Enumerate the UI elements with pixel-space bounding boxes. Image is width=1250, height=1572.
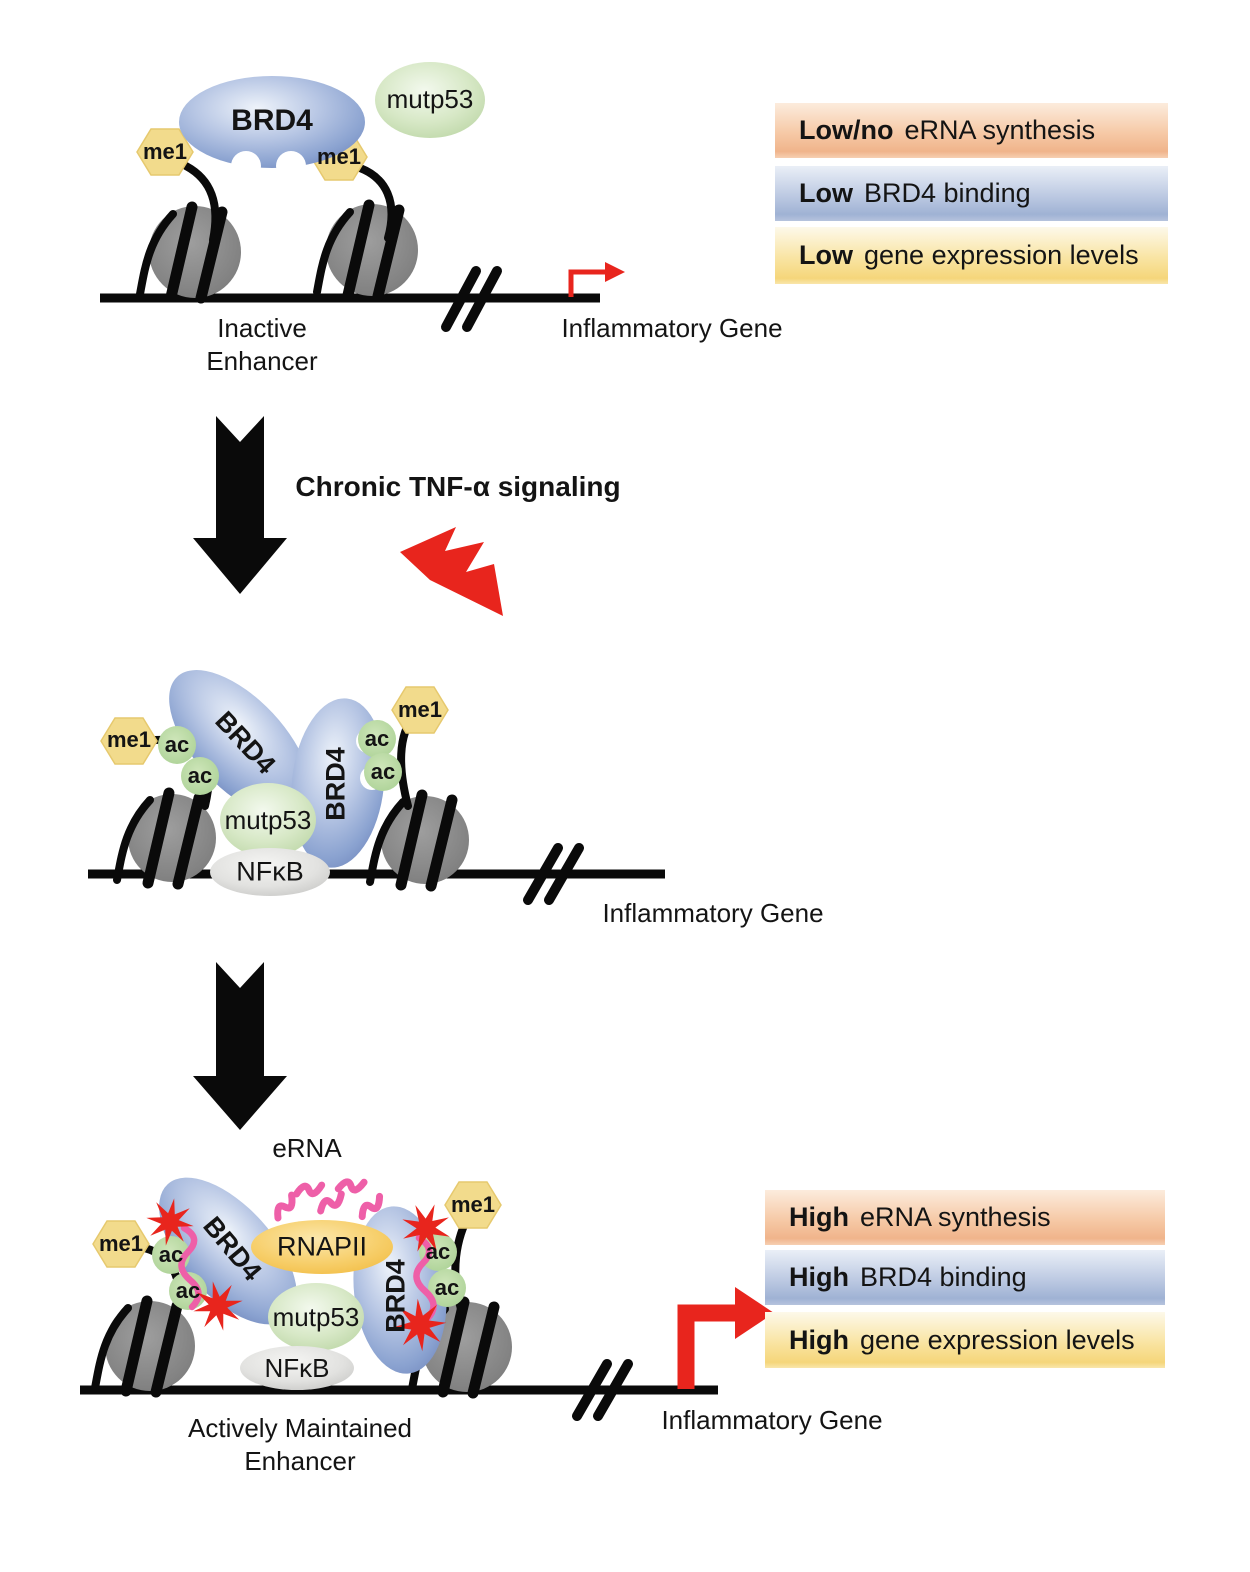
transition-arrow-2	[193, 962, 287, 1130]
legend-bottom-brd4-emphasis: High	[789, 1262, 849, 1292]
stage1-histone-tails	[182, 162, 396, 244]
stage2-brd4-right-label: BRD4	[320, 747, 351, 821]
stage1-mutp53-protein	[375, 62, 485, 138]
stage3-nfkb-protein	[240, 1346, 354, 1390]
stage1-nucleosome-left	[136, 201, 241, 304]
stage3-me1-right-label: me1	[450, 1192, 496, 1217]
stage3-rnapii-protein	[251, 1220, 393, 1274]
stage2-ac-label-3: ac	[364, 726, 390, 751]
stage2-nfkb-protein	[210, 848, 330, 896]
tnf-signaling-label: Chronic TNF-α signaling	[295, 471, 621, 502]
stage1-enhancer-label-line1: Inactive	[217, 313, 307, 343]
legend-top-expression-bar: Low gene expression levels	[775, 227, 1168, 284]
stage2-mutp53-label: mutp53	[224, 805, 312, 835]
stage3-enhancer-label-line1: Actively Maintained	[188, 1413, 412, 1443]
stage3-ac-label-2: ac	[175, 1278, 201, 1303]
stage3-promoter-arrow	[677, 1287, 774, 1389]
stage1-brd4-label: BRD4	[231, 104, 313, 137]
legend-bottom-brd4-text: BRD4 binding	[860, 1262, 1027, 1292]
stage2-ac-marks	[158, 720, 402, 795]
stage2-mutp53-protein	[220, 783, 316, 857]
erna-label: eRNA	[272, 1133, 342, 1163]
stage3-nfkb-label: NFκB	[264, 1353, 330, 1383]
stage2-nfkb-label: NFκB	[236, 856, 304, 887]
legend-top-expression-emphasis: Low	[799, 240, 853, 270]
erna-strand-right	[413, 1234, 437, 1323]
stage3-me1-left-label: me1	[98, 1231, 144, 1256]
legend-top-brd4-text: BRD4 binding	[864, 178, 1031, 208]
stage1-mutp53-label: mutp53	[386, 84, 474, 114]
stage1-nucleosome-right	[313, 199, 418, 302]
legend-bottom-erna-emphasis: High	[789, 1202, 849, 1232]
stage3-gene-label: Inflammatory Gene	[661, 1405, 883, 1435]
legend-top-brd4-emphasis: Low	[799, 178, 853, 208]
stage2-ac-label-1: ac	[164, 732, 190, 757]
stage2-me1-left-label: me1	[106, 727, 152, 752]
stage3-ac-label-4: ac	[434, 1275, 460, 1300]
legend-bottom-expression-text: gene expression levels	[860, 1324, 1135, 1355]
stage3-nucleosome-left	[91, 1295, 195, 1398]
stage1-brd4-protein	[179, 76, 365, 181]
legend-top-erna-bar: Low/no eRNA synthesis	[775, 103, 1168, 158]
legend-bottom-brd4-bar: High BRD4 binding	[765, 1250, 1165, 1305]
stage2-nucleosome-left	[113, 787, 216, 890]
lightning-bolt-icon	[400, 527, 503, 616]
stage3-rnapii-label: RNAPII	[276, 1231, 368, 1262]
stage1-enhancer-label-line2: Enhancer	[206, 346, 318, 376]
stage2-me1-right-label: me1	[397, 697, 443, 722]
legend-bottom-expression-emphasis: High	[789, 1324, 849, 1355]
stage3-ac-label-1: ac	[158, 1242, 184, 1267]
stage1-gene-label: Inflammatory Gene	[561, 313, 783, 343]
stage1-promoter-arrow	[568, 262, 625, 297]
transition-arrow-1	[193, 416, 287, 594]
stage2-ac-label-2: ac	[187, 763, 213, 788]
legend-bottom-expression-bar: High gene expression levels	[765, 1312, 1165, 1368]
legend-bottom-erna-bar: High eRNA synthesis	[765, 1190, 1165, 1245]
stage3-enhancer-label-line2: Enhancer	[244, 1446, 356, 1476]
stage2-ac-label-4: ac	[370, 759, 396, 784]
stage1-me1-left-label: me1	[142, 139, 188, 164]
stage3-ac-label-3: ac	[425, 1239, 451, 1264]
stage2-nucleosome-right	[366, 789, 469, 892]
stage3-dna-line	[80, 1359, 718, 1421]
stage3-mutp53-label: mutp53	[272, 1302, 360, 1332]
stage3-brd4-right-label: BRD4	[380, 1259, 411, 1333]
stage3-mutp53-protein	[268, 1283, 364, 1351]
legend-top-erna-text: eRNA synthesis	[904, 115, 1096, 145]
legend-top-erna-emphasis: Low/no	[799, 115, 894, 145]
stage1-me1-right-label: me1	[316, 144, 362, 169]
legend-bottom-erna-text: eRNA synthesis	[860, 1202, 1051, 1232]
legend-top-brd4-bar: Low BRD4 binding	[775, 166, 1168, 221]
stage2-gene-label: Inflammatory Gene	[602, 898, 824, 928]
legend-top-expression-text: gene expression levels	[864, 240, 1139, 270]
